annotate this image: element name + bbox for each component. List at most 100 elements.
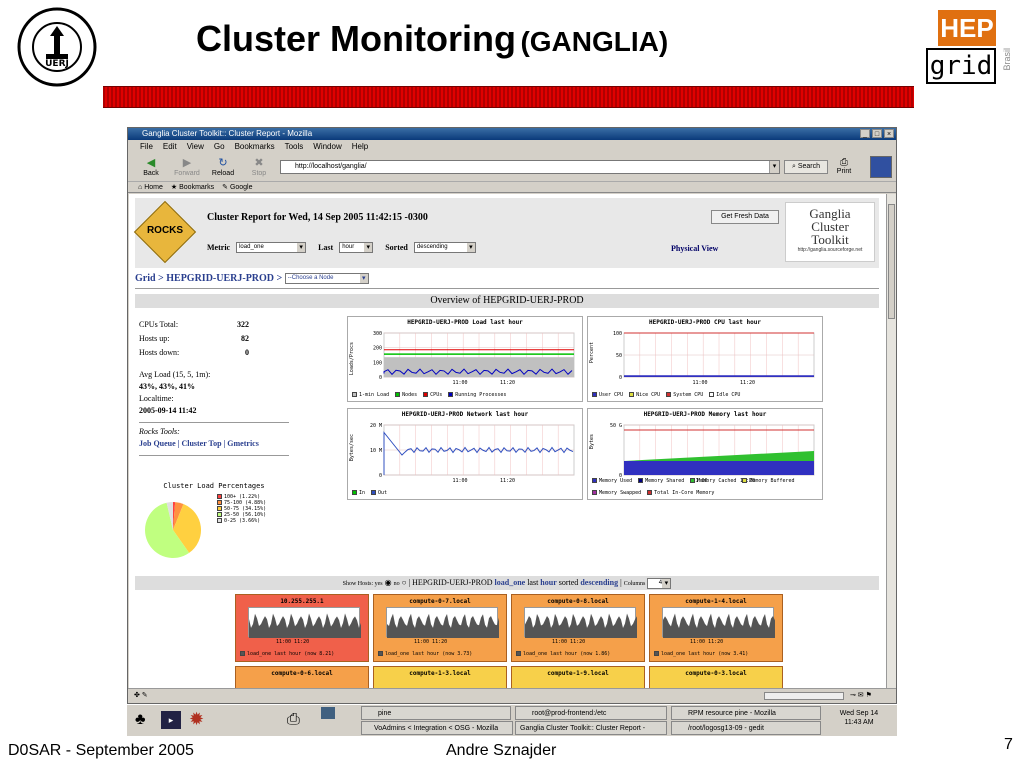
footer-center: Andre Sznajder — [446, 742, 557, 759]
back-arrow-icon: ◀ — [146, 157, 156, 169]
back-button[interactable]: ◀Back — [143, 157, 159, 177]
menu-tools[interactable]: Tools — [284, 142, 304, 151]
graph-cpu[interactable]: HEPGRID-UERJ-PROD CPU last hour Percent … — [587, 316, 823, 402]
graph-load[interactable]: HEPGRID-UERJ-PROD Load last hour Loads/P… — [347, 316, 583, 402]
mozilla-icon[interactable]: ✹ — [189, 709, 205, 729]
y-tick-label: 10 M — [370, 448, 382, 454]
y-tick-label: 50 G — [610, 423, 622, 429]
maximize-button[interactable]: □ — [872, 129, 882, 138]
cluster-top-link[interactable]: Cluster Top — [181, 439, 222, 448]
choose-node-select[interactable]: --Choose a Node — [284, 273, 369, 285]
host-tile[interactable]: compute-1-3.local — [373, 666, 507, 688]
taskbar-item-root-terminal[interactable]: root@prod-frontend:/etc — [515, 706, 667, 720]
pie-legend-item: 75-100 (4.88%) — [217, 500, 266, 506]
show-hosts-yes-radio[interactable]: ◉ — [384, 578, 392, 587]
graph-legend-item: Total In-Core Memory — [647, 490, 714, 496]
graph-memory[interactable]: HEPGRID-UERJ-PROD Memory last hour Bytes… — [587, 408, 823, 500]
cluster-stats: CPUs Total:322 Hosts up:82 Hosts down:0 … — [139, 318, 289, 462]
host-x-ticks: 11:00 11:20 — [552, 639, 586, 645]
bookmark-bookmarks[interactable]: ★ Bookmarks — [170, 184, 215, 191]
terminal-icon[interactable]: ▸ — [161, 711, 181, 729]
vertical-scrollbar[interactable] — [886, 194, 896, 688]
taskbar-item-ganglia[interactable]: Ganglia Cluster Toolkit:: Cluster Report… — [515, 721, 667, 735]
graph-legend-item: Out — [371, 490, 387, 496]
menu-window[interactable]: Window — [313, 142, 342, 151]
x-tick-label: 11:00 — [452, 380, 467, 386]
taskbar-item-pine[interactable]: pine — [361, 706, 511, 720]
y-tick-label: 0 — [379, 473, 382, 479]
page-number: 7 — [1004, 736, 1013, 753]
graph-legend-item: System CPU — [666, 392, 703, 398]
menu-edit[interactable]: Edit — [162, 142, 177, 151]
menu-view[interactable]: View — [186, 142, 204, 151]
menu-file[interactable]: File — [140, 142, 153, 151]
pie-legend-item: 25-50 (56.10%) — [217, 512, 266, 518]
columns-select[interactable]: 4 — [647, 577, 672, 589]
menu-bookmarks[interactable]: Bookmarks — [234, 142, 275, 151]
pie-slice-0 — [173, 502, 176, 530]
report-title: Cluster Report for Wed, 14 Sep 2005 11:4… — [207, 212, 428, 223]
pie-legend-item: 50-75 (34.15%) — [217, 506, 266, 512]
host-summary-bar: Show Hosts: yes ◉ no ○ | HEPGRID-UERJ-PR… — [135, 576, 879, 590]
metric-controls: Metric load_one Last hour Sorted descend… — [207, 242, 476, 253]
taskbar-item-rpm-mozilla[interactable]: RPM resource pine - Mozilla — [671, 706, 821, 720]
job-queue-link[interactable]: Job Queue — [139, 439, 176, 448]
graph-legend-item: Memory Used — [592, 478, 632, 484]
pie-slice-1 — [173, 502, 184, 530]
metric-select[interactable]: load_one — [236, 242, 307, 253]
last-select[interactable]: hour — [339, 242, 374, 253]
graph-legend-item: Nice CPU — [629, 392, 660, 398]
print-button[interactable]: ⎙Print — [832, 157, 856, 175]
sorted-select[interactable]: descending — [413, 242, 476, 253]
gnome-foot-icon[interactable]: ♣ — [135, 711, 146, 728]
workspace-switcher[interactable] — [321, 707, 335, 719]
pie-legend: 100+ (1.22%)75-100 (4.88%)50-75 (34.15%)… — [217, 494, 266, 524]
host-load-plot — [662, 607, 775, 638]
gmetrics-link[interactable]: Gmetrics — [227, 439, 259, 448]
close-button[interactable]: × — [884, 129, 894, 138]
show-hosts-no-radio[interactable]: ○ — [401, 578, 407, 587]
printer-icon[interactable]: ⎙ — [287, 711, 300, 728]
url-input[interactable]: http://localhost/ganglia/ ▾ — [280, 160, 780, 174]
graph-legend-item: Memory Shared — [638, 478, 684, 484]
forward-button[interactable]: ▶Forward — [174, 157, 200, 177]
status-security-icons: ⊸ ✉ ⚑ — [850, 692, 872, 699]
menu-help[interactable]: Help — [351, 142, 369, 151]
url-dropdown-icon[interactable]: ▾ — [769, 161, 779, 173]
y-tick-label: 20 M — [370, 423, 382, 429]
mozilla-browser-window: Ganglia Cluster Toolkit:: Cluster Report… — [127, 127, 897, 704]
scrollbar-thumb[interactable] — [888, 204, 895, 319]
reload-button[interactable]: ↻Reload — [211, 157, 235, 177]
taskbar-item-gedit[interactable]: /root/logosg13-09 - gedit — [671, 721, 821, 735]
menu-go[interactable]: Go — [213, 142, 225, 151]
graph-network[interactable]: HEPGRID-UERJ-PROD Network last hour Byte… — [347, 408, 583, 500]
stop-button[interactable]: ✖Stop — [251, 157, 267, 177]
bookmark-google[interactable]: ✎ Google — [222, 184, 253, 191]
navigation-toolbar: ◀Back ▶Forward ↻Reload ✖Stop http://loca… — [128, 153, 896, 181]
graph-legend-item: User CPU — [592, 392, 623, 398]
title-main: Cluster Monitoring — [196, 18, 516, 59]
minimize-button[interactable]: _ — [860, 129, 870, 138]
taskbar-item-voadmins[interactable]: VoAdmins < Integration < OSG - Mozilla — [361, 721, 513, 735]
host-tile[interactable]: compute-1-9.local — [511, 666, 645, 688]
bookmark-home[interactable]: ⌂ Home — [138, 184, 163, 191]
host-tile[interactable]: compute-0-3.local — [649, 666, 783, 688]
search-icon: ⌕ — [791, 163, 796, 170]
graph-legend-item: Idle CPU — [709, 392, 740, 398]
get-fresh-data-button[interactable]: Get Fresh Data — [711, 210, 779, 224]
host-tile[interactable]: compute-0-6.local — [235, 666, 369, 688]
ganglia-cluster-toolkit-logo: Ganglia Cluster Toolkit http://ganglia.s… — [785, 202, 875, 262]
host-name: compute-1-9.local — [547, 670, 609, 677]
physical-view-link[interactable]: Physical View — [671, 244, 719, 253]
rocks-tools-links: Job Queue | Cluster Top | Gmetrics — [139, 439, 259, 448]
y-tick-label: 200 — [373, 346, 382, 352]
taskbar-clock[interactable]: Wed Sep 14 11:43 AM — [839, 710, 879, 726]
y-tick-label: 100 — [373, 360, 382, 366]
search-button[interactable]: ⌕ Search — [784, 160, 828, 174]
